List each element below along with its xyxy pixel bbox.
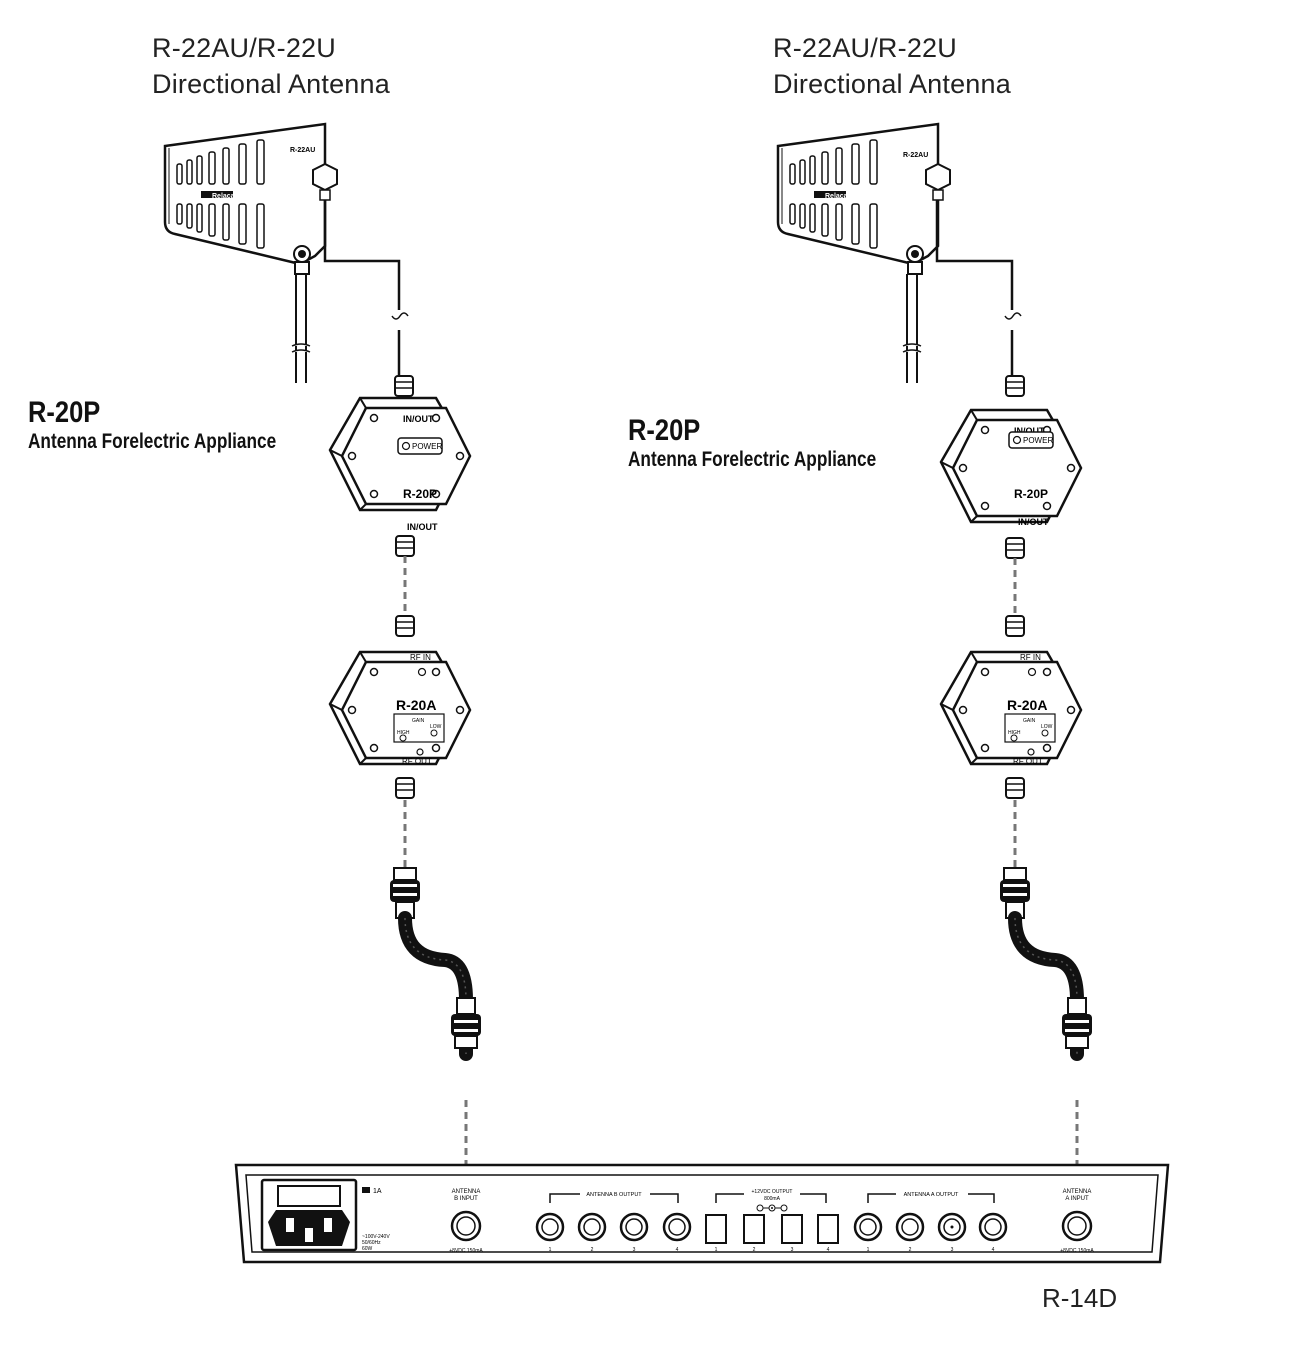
- r14d-a-output-1-number: 1: [867, 1247, 870, 1253]
- r14d-model-label: R-14D: [1042, 1283, 1118, 1313]
- r14d-b-input-line2: B INPUT: [454, 1196, 478, 1202]
- r14d-power-spec-1: ~100V-240V: [362, 1234, 390, 1240]
- r20a-right-high: HIGH: [1008, 730, 1021, 736]
- r20p-right-model: R-20P: [1014, 487, 1048, 501]
- r14d-fuse: 1A: [373, 1188, 382, 1195]
- r14d-dc-output-line2: 800mA: [764, 1196, 781, 1202]
- r20p-left-caption: R-20P Antenna Forelectric Appliance: [28, 396, 331, 454]
- r14d-a-input-line2: A INPUT: [1065, 1196, 1089, 1202]
- r14d-b-output-4-number: 4: [676, 1247, 679, 1253]
- r14d-b-output-1-number: 1: [549, 1247, 552, 1253]
- r14d-b-input-line1: ANTENNA: [452, 1189, 481, 1195]
- antenna-right-title: R-22AU/R-22U Directional Antenna: [773, 30, 1011, 102]
- r20a-left-low: LOW: [430, 724, 442, 730]
- r20a-left-rf-in: RF IN: [410, 653, 431, 662]
- r20p-right-unit: [939, 408, 1083, 524]
- r14d-b-output-3-number: 3: [633, 1247, 636, 1253]
- antenna-left-desc: Directional Antenna: [152, 69, 390, 99]
- r20p-left-top-port: IN/OUT: [403, 414, 434, 424]
- r20a-right-low: LOW: [1041, 724, 1053, 730]
- r20a-left-model: R-20A: [396, 697, 436, 713]
- r14d-a-input-spec: +8VDC 150mA: [1060, 1248, 1094, 1254]
- r14d-dc-output-line1: +12VDC OUTPUT: [752, 1189, 793, 1195]
- r14d-dc-output-1-port[interactable]: [705, 1214, 727, 1244]
- plug-left-top: [389, 867, 421, 919]
- r20p-right-caption-subtitle: Antenna Forelectric Appliance: [628, 448, 877, 471]
- r20a-right-rf-in: RF IN: [1020, 653, 1041, 662]
- antenna-right-model: R-22AU/R-22U: [773, 33, 957, 63]
- antenna-right-body-label: R-22AU: [903, 152, 928, 159]
- r14d-dc-output-2-port[interactable]: [743, 1214, 765, 1244]
- r20p-left-caption-title: R-20P: [28, 396, 101, 429]
- r20p-right-top-port: IN/OUT: [1014, 426, 1045, 436]
- r14d-b-output-2-number: 2: [591, 1247, 594, 1253]
- r14d-dc-output-4-port[interactable]: [817, 1214, 839, 1244]
- plug-left-bottom: [450, 997, 482, 1049]
- antenna-left-title: R-22AU/R-22U Directional Antenna: [152, 30, 390, 102]
- r20p-right-bottom-port: IN/OUT: [1018, 517, 1049, 527]
- plug-right-top: [999, 867, 1031, 919]
- r14d-b-output-label: ANTENNA B OUTPUT: [586, 1192, 642, 1198]
- r14d-panel: 1A ~100V-240V 50/60Hz 60W ANTENNA B INPU…: [234, 1163, 1170, 1264]
- antenna-left-body-label: R-22AU: [290, 147, 315, 154]
- r20a-right-model: R-20A: [1007, 697, 1047, 713]
- r20p-left-power: POWER: [412, 442, 442, 451]
- r14d-dc-output-1-number: 1: [715, 1247, 718, 1253]
- antenna-right-icon: [776, 122, 952, 276]
- r20a-right-gain: GAIN: [1023, 718, 1036, 724]
- r14d-dc-output-4-number: 4: [827, 1247, 830, 1253]
- antenna-right-desc: Directional Antenna: [773, 69, 1011, 99]
- r20a-right-rf-out: RF OUT: [1013, 757, 1043, 766]
- r14d-a-output-3-number: 3: [951, 1247, 954, 1253]
- r20p-left-model: R-20P: [403, 487, 437, 501]
- r20p-left-caption-subtitle: Antenna Forelectric Appliance: [28, 430, 277, 453]
- r14d-power-spec-2: 50/60Hz: [362, 1240, 381, 1246]
- antenna-left-model: R-22AU/R-22U: [152, 33, 336, 63]
- r20a-left-rf-out: RF OUT: [402, 757, 432, 766]
- r14d-power-spec-3: 60W: [362, 1246, 373, 1252]
- r14d-dc-output-3-number: 3: [791, 1247, 794, 1253]
- r14d-a-output-label: ANTENNA A OUTPUT: [904, 1192, 959, 1198]
- antenna-right-brand: Relacart: [825, 193, 853, 200]
- r20a-left-high: HIGH: [397, 730, 410, 736]
- r20p-left-bottom-port: IN/OUT: [407, 522, 438, 532]
- r14d-dc-output-2-number: 2: [753, 1247, 756, 1253]
- r20a-left-gain: GAIN: [412, 718, 425, 724]
- r20p-right-caption: R-20P Antenna Forelectric Appliance: [628, 414, 931, 472]
- antenna-left-brand: Relacart: [212, 193, 240, 200]
- r20p-right-caption-title: R-20P: [628, 414, 701, 447]
- r14d-a-input-line1: ANTENNA: [1063, 1189, 1092, 1195]
- r14d-a-output-4-number: 4: [992, 1247, 995, 1253]
- r14d-b-input-spec: +8VDC 150mA: [449, 1248, 483, 1254]
- r14d-a-output-2-number: 2: [909, 1247, 912, 1253]
- plug-right-bottom: [1061, 997, 1093, 1049]
- r14d-dc-output-3-port[interactable]: [781, 1214, 803, 1244]
- r20p-right-power: POWER: [1023, 436, 1053, 445]
